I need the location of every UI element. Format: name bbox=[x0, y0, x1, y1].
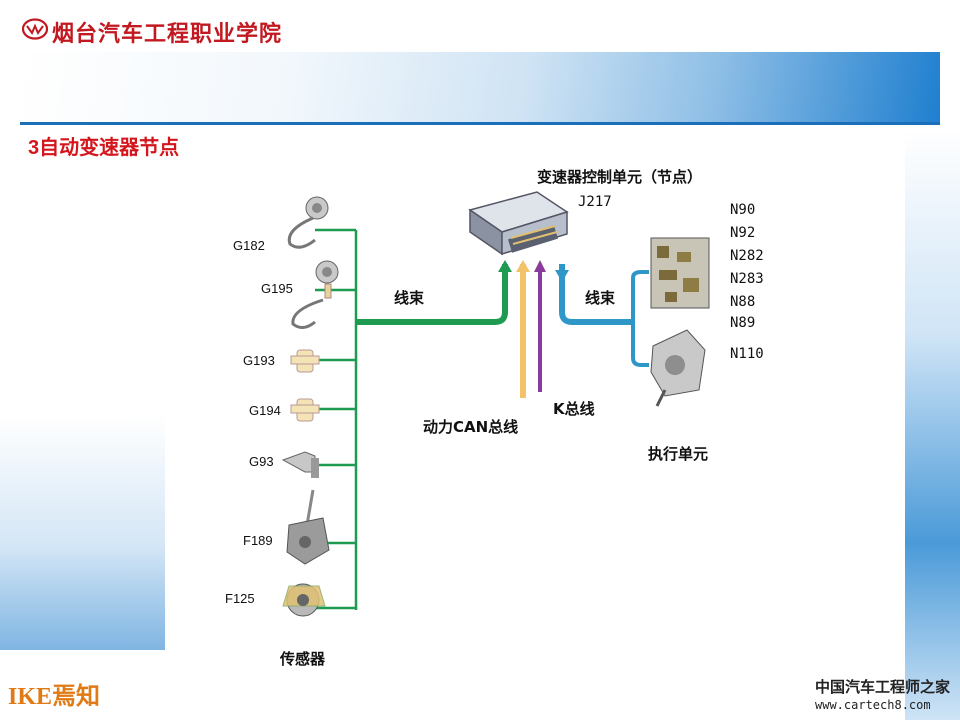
actuator-label-n282: N282 bbox=[730, 248, 764, 264]
actuator-harness-arrow-icon bbox=[555, 270, 569, 282]
switch-f125-icon bbox=[282, 583, 326, 617]
watermark-url: www.cartech8.com bbox=[815, 698, 931, 712]
harness-label-left: 线束 bbox=[394, 289, 425, 307]
header-bar: 烟台汽车工程职业学院 bbox=[0, 0, 960, 52]
actuator-branch-n110 bbox=[631, 322, 649, 367]
solenoid-n110-icon bbox=[650, 329, 706, 407]
ecu-code: J217 bbox=[578, 194, 612, 210]
can-bus-label: 动力CAN总线 bbox=[423, 418, 519, 436]
ike-logo-text: IKE焉知 bbox=[8, 684, 101, 710]
ike-logo: IKE焉知 bbox=[0, 656, 101, 720]
harness-arrow-icon bbox=[498, 260, 512, 272]
actuator-label-n110: N110 bbox=[730, 346, 764, 362]
sensor-label-g182: G182 bbox=[233, 238, 265, 253]
wiring-diagram bbox=[281, 191, 710, 617]
actuator-label-n90: N90 bbox=[730, 202, 756, 218]
actuator-harness bbox=[559, 264, 633, 325]
sensor-label-g93: G93 bbox=[249, 454, 274, 469]
k-line-arrow-icon bbox=[534, 260, 546, 272]
k-line-label: K总线 bbox=[553, 400, 595, 418]
slide-title-number: 3 bbox=[28, 137, 40, 159]
actuator-label-n89: N89 bbox=[730, 315, 756, 331]
sensor-label-f189: F189 bbox=[243, 533, 273, 548]
sensor-g182-icon bbox=[287, 196, 329, 249]
slide-title-text: 自动变速器节点 bbox=[39, 135, 180, 159]
school-logo-icon bbox=[22, 18, 48, 40]
can-arrow-icon bbox=[516, 260, 530, 272]
actuator-label-n88: N88 bbox=[730, 294, 756, 310]
actuator-branch-valve bbox=[631, 270, 649, 322]
background-left bbox=[0, 130, 165, 650]
sensor-label-g195: G195 bbox=[261, 281, 293, 296]
sensor-g193-icon bbox=[290, 349, 320, 373]
actuator-label-n283: N283 bbox=[730, 271, 764, 287]
ecu-j217-icon bbox=[468, 191, 569, 256]
ecu-title: 变速器控制单元（节点） bbox=[537, 168, 703, 186]
watermark-cn: 中国汽车工程师之家 bbox=[815, 678, 951, 696]
school-name: 烟台汽车工程职业学院 bbox=[52, 21, 283, 47]
sensor-g93-icon bbox=[281, 451, 319, 478]
slide-title: 3自动变速器节点 bbox=[28, 131, 179, 160]
sensor-label-g193: G193 bbox=[243, 353, 275, 368]
valve-body-icon bbox=[650, 237, 710, 309]
harness-to-ecu bbox=[356, 264, 508, 325]
sensor-g195-icon bbox=[291, 260, 339, 329]
harness-label-right: 线束 bbox=[585, 289, 616, 307]
sensor-g194-icon bbox=[290, 398, 320, 422]
header-banner bbox=[20, 52, 940, 125]
sensors-group-label: 传感器 bbox=[280, 650, 326, 668]
sensor-label-g194: G194 bbox=[249, 403, 281, 418]
actuators-group-label: 执行单元 bbox=[648, 445, 709, 463]
transmission-node-diagram: 变速器控制单元（节点） J217 G182 G195 G193 G194 G93… bbox=[165, 160, 905, 700]
background-right bbox=[905, 130, 960, 720]
switch-f189-icon bbox=[286, 489, 330, 565]
actuator-label-n92: N92 bbox=[730, 225, 756, 241]
sensor-label-f125: F125 bbox=[225, 591, 255, 606]
